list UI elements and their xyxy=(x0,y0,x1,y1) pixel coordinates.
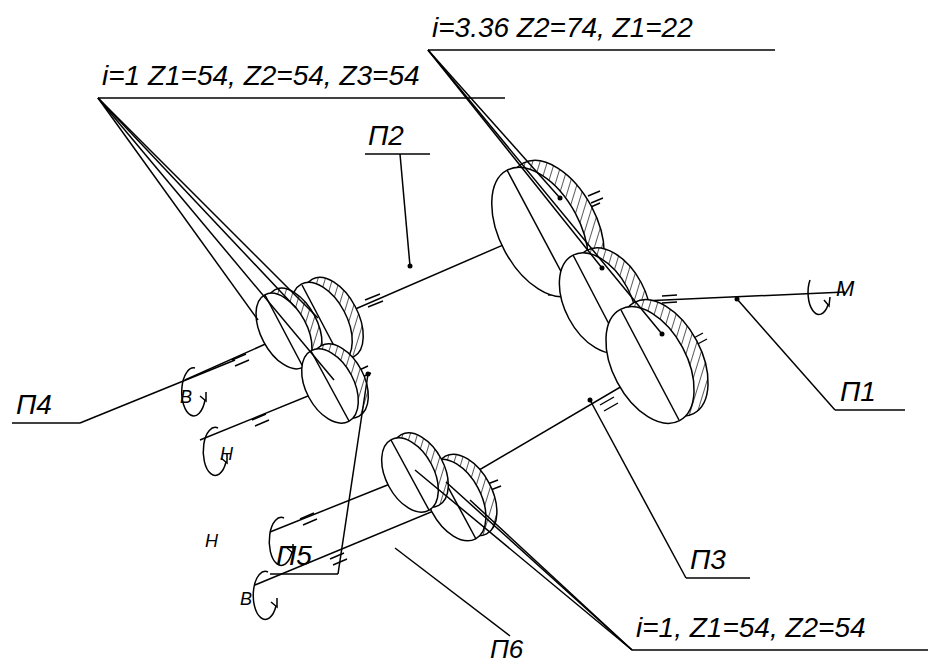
callout-label: B xyxy=(180,388,192,406)
callout-label: П5 xyxy=(276,542,312,570)
callout-label: П3 xyxy=(690,546,726,574)
callout-label: П6 xyxy=(490,636,523,662)
callout-label: M xyxy=(836,278,854,300)
callout-label: П1 xyxy=(840,378,876,406)
callout-label: H xyxy=(220,445,233,463)
callout-label: П4 xyxy=(16,391,52,419)
callout-label: i=1 Z1=54, Z2=54, Z3=54 xyxy=(102,62,420,90)
callout-label: H xyxy=(205,532,218,550)
callout-label: B xyxy=(240,590,252,608)
callout-label: П2 xyxy=(368,122,404,150)
callout-label: i=3.36 Z2=74, Z1=22 xyxy=(432,14,693,42)
callout-label: i=1, Z1=54, Z2=54 xyxy=(636,614,866,642)
